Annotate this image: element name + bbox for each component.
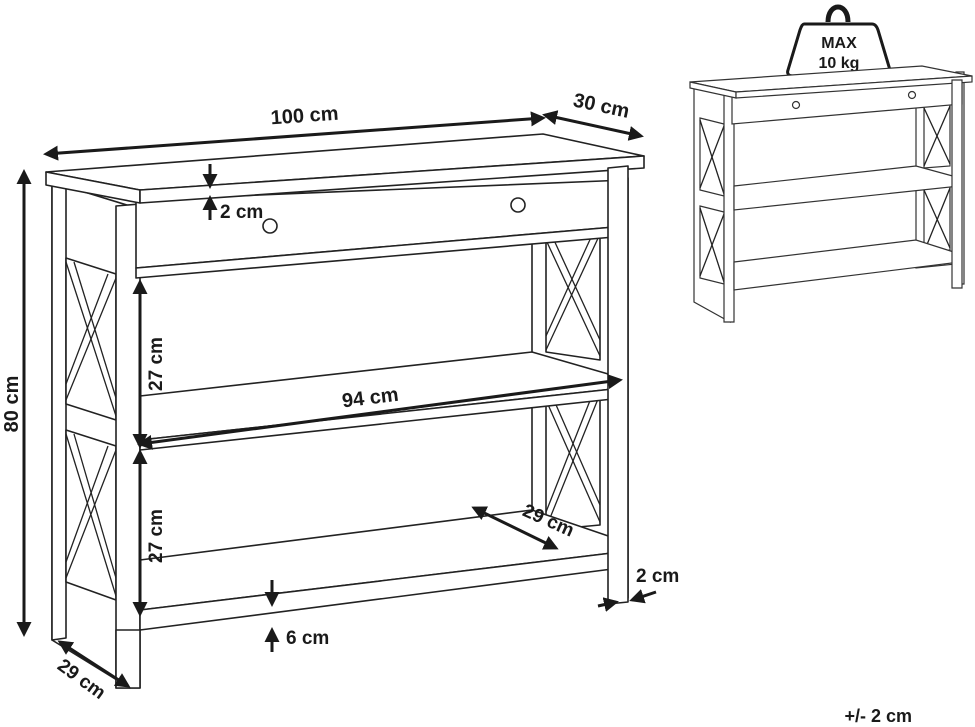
inner-width-arrow — [137, 374, 623, 450]
side-depth-arrow — [57, 640, 131, 688]
max-weight-badge: MAX 10 kg — [786, 4, 892, 78]
left-upper-x-brace — [65, 257, 117, 421]
left-lower-x-brace — [65, 429, 117, 601]
shelf-depth-arrow — [471, 506, 559, 550]
thumbnail-left-x-braces — [699, 117, 725, 285]
depth-arrow — [542, 110, 644, 141]
width-arrow — [43, 111, 546, 161]
leg-offset-arrow-right — [597, 597, 619, 612]
weight-badge-line2: 10 kg — [819, 55, 860, 72]
top-thickness-label: 2 cm — [220, 202, 263, 223]
front-right-leg — [607, 165, 629, 605]
drawer-knob-right — [510, 197, 526, 213]
table-top-front-edge — [139, 155, 645, 204]
leg-offset-arrow-left — [629, 589, 657, 604]
leg-offset-label: 2 cm — [636, 566, 679, 587]
drawer-knob-left — [262, 218, 278, 234]
tolerance-note: +/- 2 cm — [844, 706, 912, 726]
dimension-lines — [16, 110, 657, 688]
upper-gap-label: 27 cm — [146, 337, 167, 391]
weight-handle-icon — [825, 4, 851, 23]
left-back-leg — [51, 181, 67, 641]
weight-badge-line1: MAX — [821, 35, 857, 52]
right-upper-x-brace — [545, 231, 601, 361]
thumbnail-table-drawing — [689, 65, 973, 324]
right-lower-x-brace — [545, 391, 601, 531]
height-label: 80 cm — [1, 376, 23, 433]
width-label: 100 cm — [270, 103, 339, 130]
lower-gap-label: 27 cm — [146, 509, 167, 563]
bottom-clearance-label: 6 cm — [286, 628, 329, 649]
depth-label: 30 cm — [571, 89, 631, 122]
